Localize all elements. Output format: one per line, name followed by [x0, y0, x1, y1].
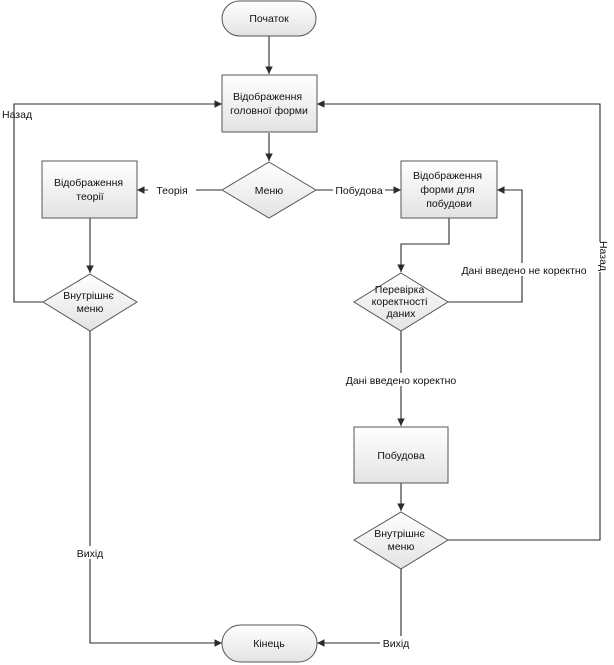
main-form-process — [221, 74, 318, 133]
edge-label-build: Побудова — [335, 185, 382, 197]
edge-label-back-left: Назад — [2, 109, 32, 121]
inner-menu-left-decision — [42, 273, 138, 332]
check-decision — [353, 272, 449, 332]
end-label: Кінець — [253, 638, 285, 650]
nodes — [41, 0, 498, 663]
inner-menu-left-label: Внутрішнє меню — [63, 290, 117, 315]
edge-label-correct: Дані введено коректно — [346, 375, 457, 387]
edge-incorrect — [448, 186, 523, 303]
edge-back-right — [317, 100, 601, 541]
build-form-process — [400, 160, 498, 219]
check-label: Перевірка коректності даних — [372, 284, 431, 320]
theory-label: Відображення теорії — [54, 177, 126, 203]
main-form-label: Відображення головної форми — [230, 91, 308, 117]
theory-process — [41, 160, 138, 219]
node-labels: Початок Відображення головної форми Меню… — [54, 13, 485, 650]
edge-labels: Теорія Побудова Назад Назад Дані введено… — [2, 109, 612, 650]
build-process — [353, 426, 449, 484]
edge-back-left — [13, 100, 222, 303]
end-terminal — [221, 624, 318, 663]
build-label: Побудова — [377, 450, 424, 462]
edge-exit-left — [89, 331, 222, 647]
inner-menu-right-label: Внутрішнє меню — [374, 528, 428, 553]
start-terminal — [221, 0, 317, 37]
edge-label-back-right: Назад — [597, 241, 609, 271]
start-label: Початок — [249, 13, 289, 25]
menu-label: Меню — [255, 185, 284, 197]
edge-build-form-to-check — [397, 218, 450, 272]
edge-label-exit-left: Вихід — [77, 548, 104, 560]
edge-exit-right — [317, 569, 402, 647]
edge-label-theory: Теорія — [156, 185, 187, 197]
inner-menu-right-decision — [353, 511, 449, 570]
edge-label-exit-right: Вихід — [383, 638, 410, 650]
edge-label-incorrect: Дані введено не коректно — [461, 265, 586, 277]
build-form-label: Відображення форми для побудови — [413, 170, 485, 210]
menu-decision — [221, 161, 317, 219]
